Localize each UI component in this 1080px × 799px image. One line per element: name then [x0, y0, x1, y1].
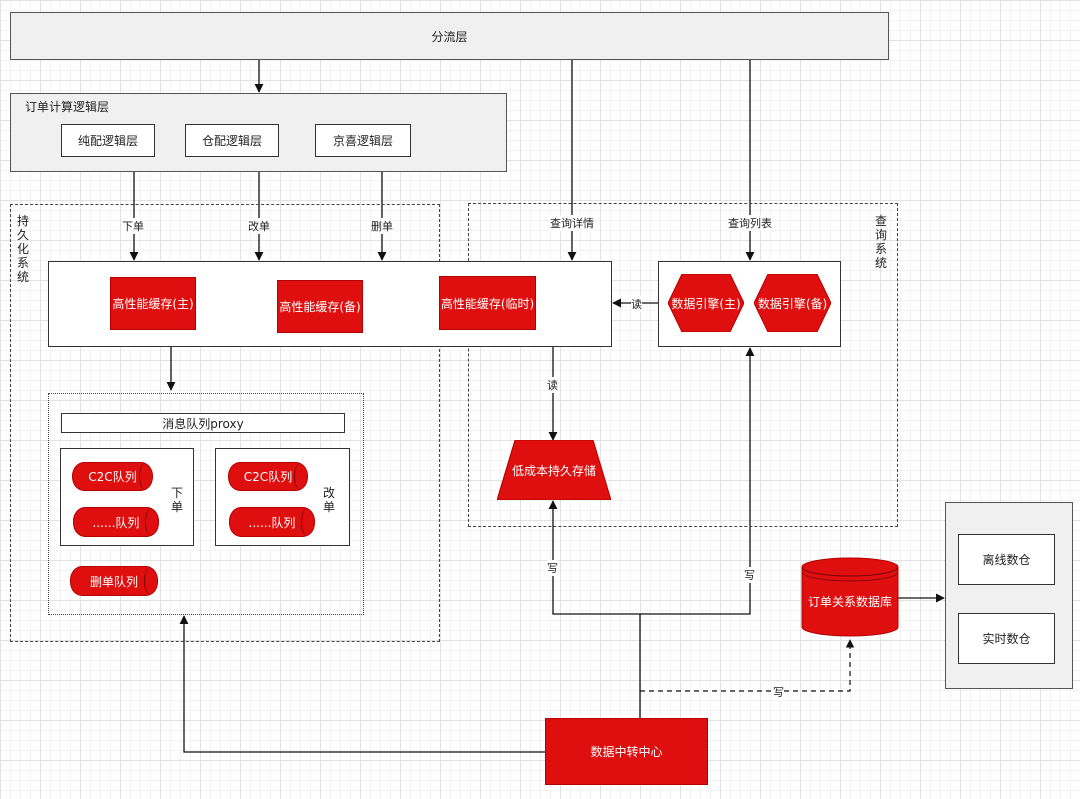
- place-order-group-label: 下单: [170, 486, 183, 514]
- modify-order-group-label: 改单: [322, 486, 335, 514]
- realtime-warehouse[interactable]: 实时数仓: [958, 613, 1055, 664]
- offline-warehouse[interactable]: 离线数仓: [958, 534, 1055, 585]
- engine-main[interactable]: 数据引擎(主): [668, 274, 744, 332]
- edge-label-write-engine: 写: [744, 567, 755, 583]
- order-relation-db-label: 订单关系数据库: [807, 594, 892, 609]
- edge-label-delete-order: 删单: [371, 218, 393, 234]
- persistence-system: [10, 204, 440, 642]
- engine-main-label: 数据引擎(主): [671, 296, 741, 311]
- edge-relay-write: [548, 500, 641, 718]
- cache-temp[interactable]: 高性能缓存(临时): [439, 276, 536, 330]
- query-system-title: 查询系统: [874, 214, 887, 270]
- low-cost-storage-shape: [497, 440, 611, 500]
- engine-main-shape: [668, 274, 744, 332]
- mq-proxy-label: 消息队列proxy: [162, 416, 244, 431]
- other-queue-place[interactable]: ......队列: [73, 507, 159, 537]
- cache-main-label: 高性能缓存(主): [112, 297, 194, 311]
- order-logic-title: 订单计算逻辑层: [25, 100, 110, 114]
- c2c-queue-modify-label: C2C队列: [243, 470, 293, 484]
- query-system: [468, 203, 898, 527]
- realtime-warehouse-label: 实时数仓: [982, 632, 1031, 646]
- edge-label-modify-order: 改单: [248, 218, 270, 234]
- data-relay-center[interactable]: 数据中转中心: [545, 718, 708, 785]
- low-cost-storage-label: 低成本持久存储: [511, 463, 596, 478]
- cache-backup-label: 高性能缓存(备): [279, 300, 361, 314]
- edge-label-read-storage: 读: [547, 377, 558, 393]
- edge-label-query-detail: 查询详情: [550, 215, 594, 231]
- low-cost-storage[interactable]: 低成本持久存储: [497, 440, 611, 500]
- delete-queue[interactable]: 删单队列: [70, 566, 158, 596]
- warehouse-logic-box[interactable]: 仓配逻辑层: [185, 124, 279, 157]
- c2c-queue-place[interactable]: C2C队列: [72, 462, 153, 491]
- mq-container: [48, 393, 364, 615]
- jingxi-logic-label: 京喜逻辑层: [332, 134, 393, 148]
- order-relation-db-shape: [801, 557, 899, 637]
- order-relation-db[interactable]: 订单关系数据库: [801, 557, 899, 637]
- edge-relay-write-db: [640, 639, 855, 692]
- other-queue-place-label: ......队列: [92, 515, 140, 530]
- edge-label-query-list: 查询列表: [728, 215, 772, 231]
- c2c-queue-modify[interactable]: C2C队列: [228, 462, 308, 491]
- engine-backup[interactable]: 数据引擎(备): [754, 274, 831, 332]
- cache-backup[interactable]: 高性能缓存(备): [277, 280, 363, 333]
- cache-temp-label: 高性能缓存(临时): [440, 296, 535, 311]
- data-relay-center-label: 数据中转中心: [590, 745, 663, 759]
- diversion-layer-label: 分流层: [431, 29, 468, 44]
- edge-relay-to-mq: [179, 615, 545, 753]
- pure-delivery-label: 纯配逻辑层: [77, 134, 138, 148]
- pure-delivery-logic-box[interactable]: 纯配逻辑层: [61, 124, 155, 157]
- other-queue-modify[interactable]: ......队列: [229, 507, 315, 537]
- edge-label-place-order: 下单: [122, 218, 144, 234]
- c2c-queue-place-label: C2C队列: [88, 470, 137, 484]
- offline-warehouse-label: 离线数仓: [982, 553, 1031, 567]
- mq-proxy-bar[interactable]: 消息队列proxy: [61, 413, 345, 433]
- persistence-system-title: 持久化系统: [16, 214, 29, 284]
- edge-label-read-engine: 读: [631, 296, 642, 312]
- jingxi-logic-box[interactable]: 京喜逻辑层: [315, 124, 411, 157]
- cache-main[interactable]: 高性能缓存(主): [110, 277, 196, 330]
- diversion-layer[interactable]: 分流层: [10, 12, 889, 60]
- other-queue-modify-label: ......队列: [248, 515, 296, 530]
- engine-backup-label: 数据引擎(备): [757, 296, 828, 311]
- edge-label-write-storage: 写: [547, 560, 558, 576]
- engine-backup-shape: [754, 274, 831, 332]
- warehouse-logic-label: 仓配逻辑层: [201, 134, 262, 148]
- edge-label-write-db: 写: [773, 684, 784, 700]
- delete-queue-label: 删单队列: [89, 574, 138, 589]
- edge-relay-write-engine: [640, 347, 755, 615]
